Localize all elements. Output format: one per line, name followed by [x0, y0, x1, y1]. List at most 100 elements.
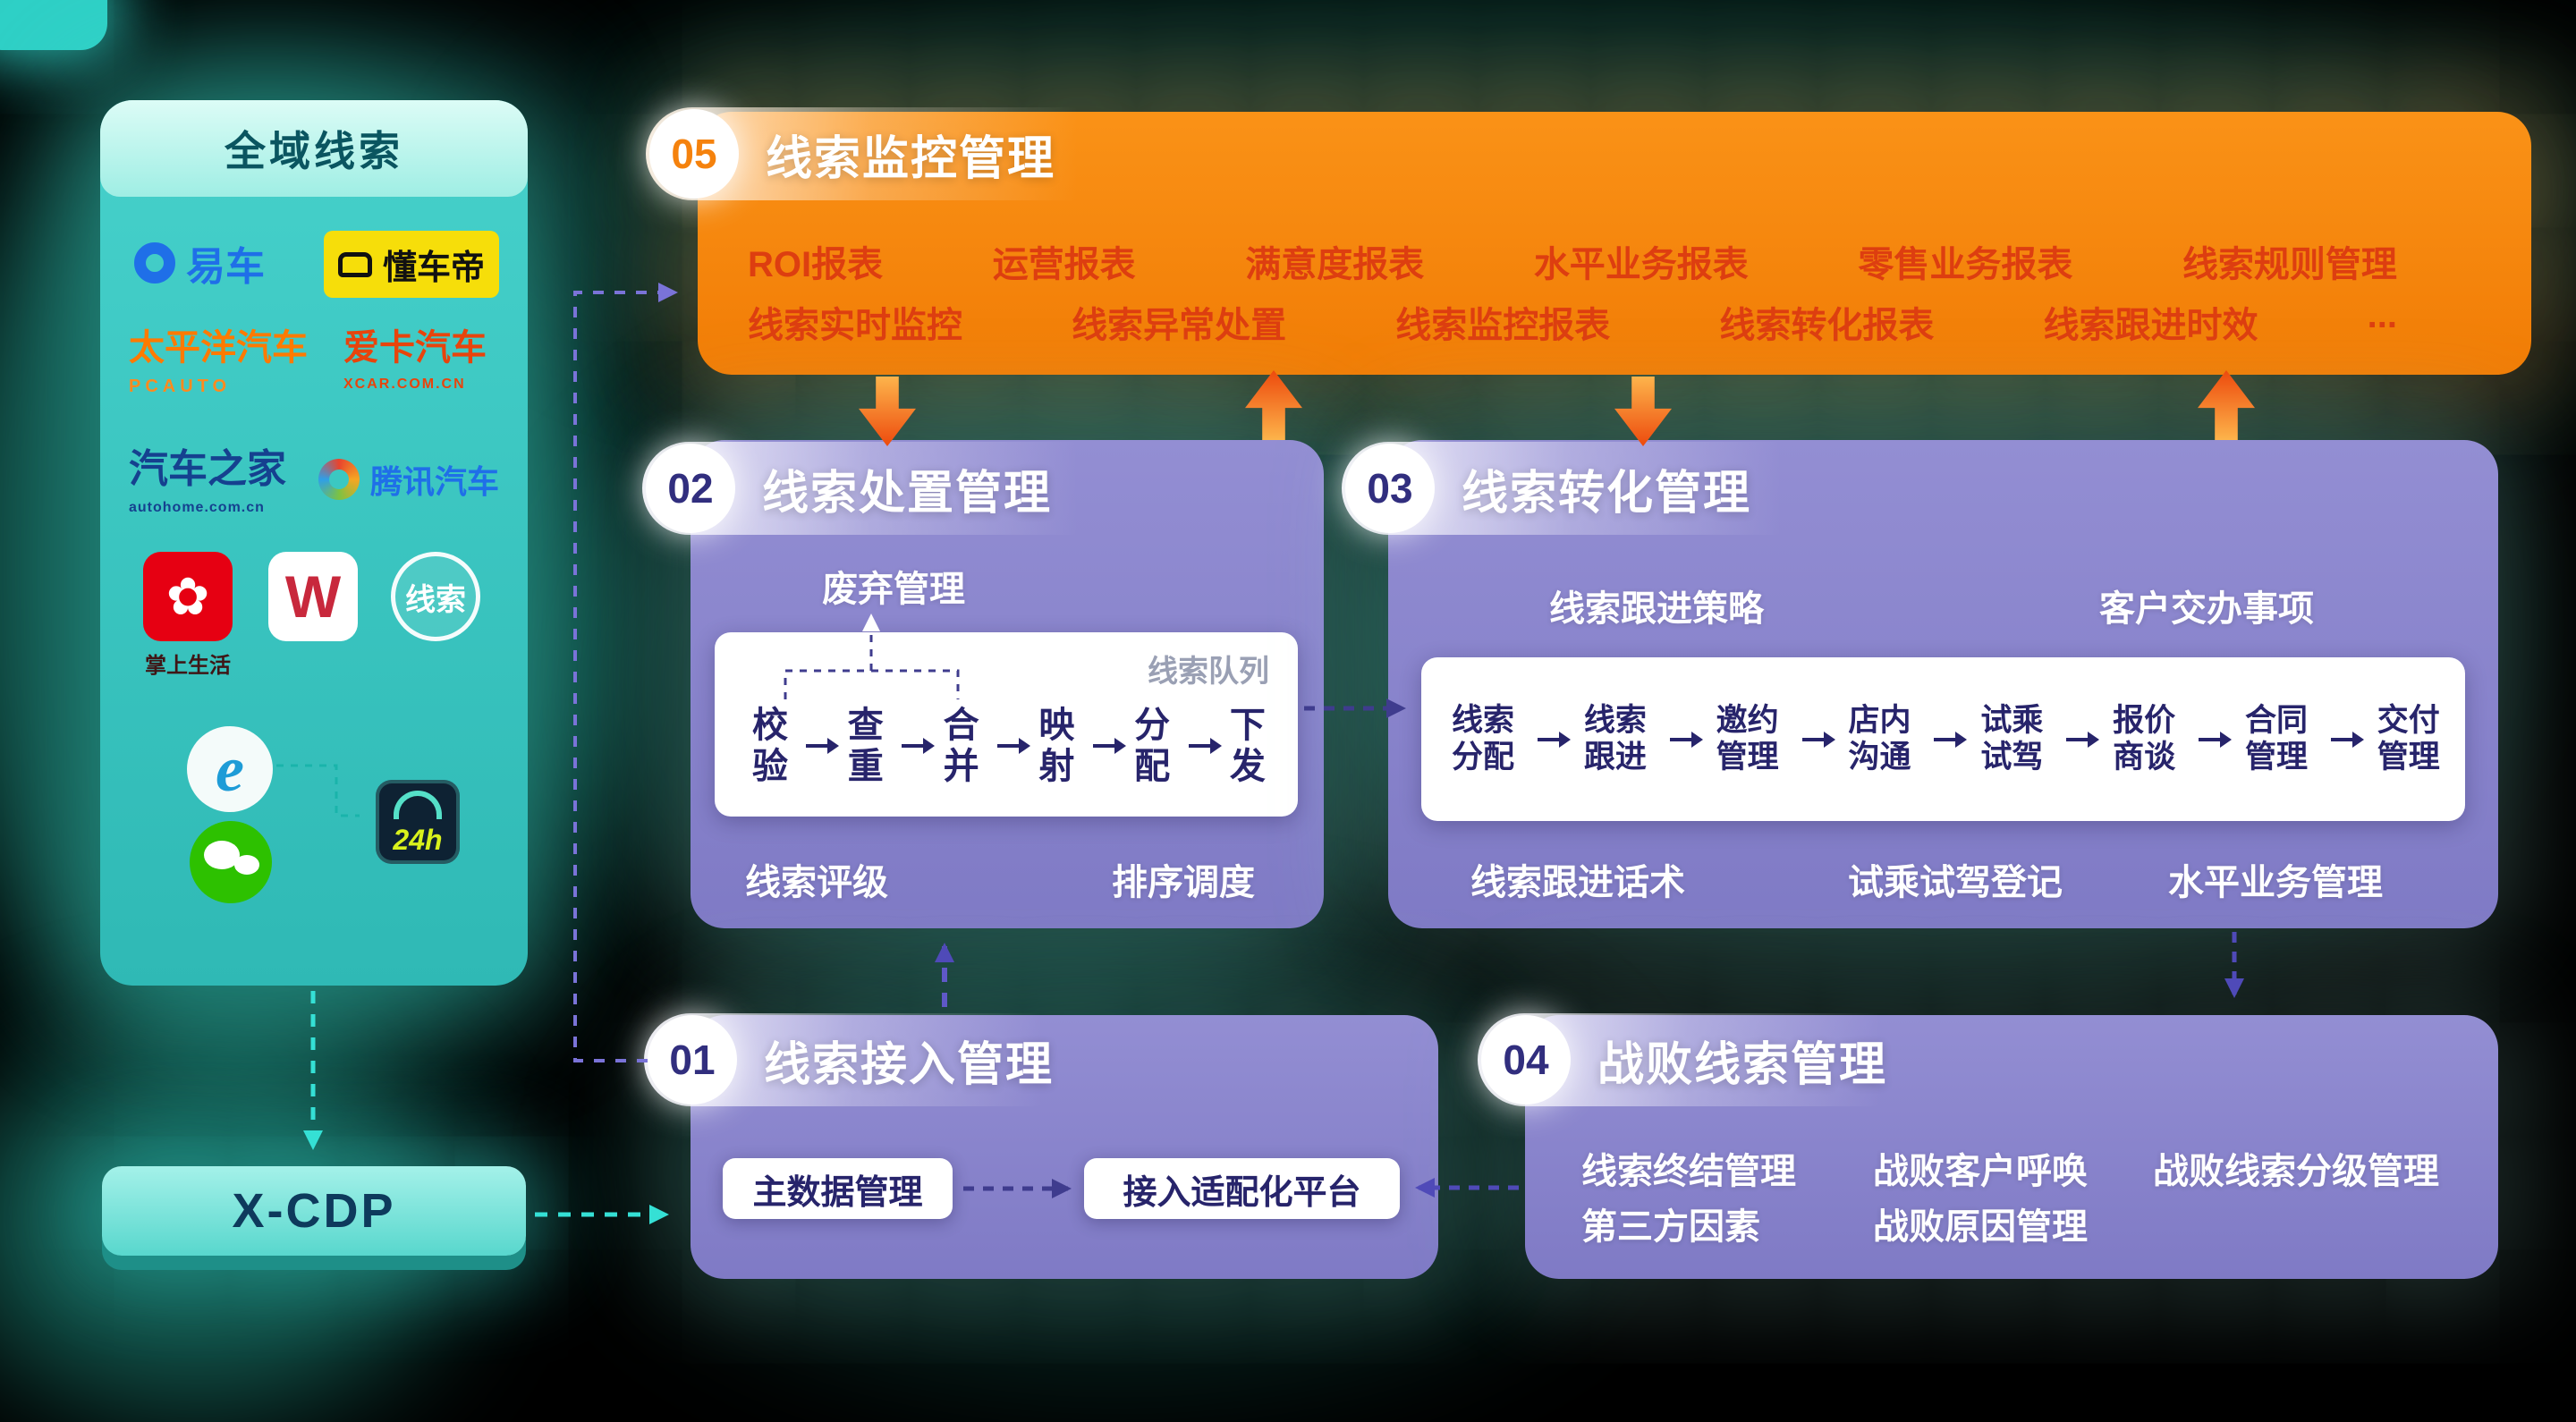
flow-step: 交付 管理 [2377, 703, 2440, 774]
flower-icon: ✿ [165, 568, 210, 626]
service-24h-label: 24h [393, 824, 443, 856]
panel-02-title-pill: 02 线索处置管理 [642, 442, 1116, 535]
sidebar-title: 全域线索 [100, 100, 528, 197]
conversion-flow: 线索 分配 线索 跟进 邀约 管理 店内 沟通 试乘 试驾 报价 商谈 合同 管… [1452, 657, 2440, 821]
flow-step: 校 验 [752, 706, 788, 786]
panel-lead-conversion: 03 线索转化管理 线索跟进策略 客户交办事项 线索 分配 线索 跟进 邀约 管… [1342, 440, 2498, 928]
zhangshang-shenghuo-icon: ✿ [143, 552, 233, 641]
right-arrow-icon [1934, 731, 1968, 748]
right-arrow-icon [1801, 731, 1835, 748]
disposal-flow: 校 验 查 重 合 并 映 射 分 配 下 发 [752, 691, 1266, 800]
logo-xcar: 爱卡汽车 XCAR.COM.CN [343, 329, 487, 393]
adapter-platform-label: 接入适配化平台 [1123, 1173, 1361, 1212]
service-24h-icon: 24h [376, 780, 460, 864]
monitor-items-row1: ROI报表 运营报表 满意度报表 水平业务报表 零售业务报表 线索规则管理 [748, 235, 2397, 287]
lead-queue-box: 线索队列 校 验 查 重 合 并 映 射 分 配 下 发 [715, 632, 1298, 817]
dongchedi-car-icon [338, 251, 372, 277]
panel-02-title: 线索处置管理 [762, 467, 1053, 520]
logo-autohome: 汽车之家 autohome.com.cn [129, 447, 286, 516]
corner-accent [0, 0, 107, 50]
adapter-platform-node: 接入适配化平台 [1084, 1158, 1400, 1219]
wechat-bubble-small [234, 855, 259, 875]
xcdp-button: X-CDP [102, 1166, 526, 1256]
flow-step: 店内 沟通 [1848, 703, 1911, 774]
headset-icon [394, 791, 442, 819]
xcar-sublabel: XCAR.COM.CN [343, 377, 466, 392]
right-arrow-icon [902, 738, 936, 754]
right-arrow-icon [806, 738, 840, 754]
logo-yiche: 易车 [134, 234, 265, 292]
panel-01-number: 01 [648, 1015, 737, 1105]
wechat-bubble-large [204, 841, 240, 869]
panel-03-title: 线索转化管理 [1462, 467, 1752, 520]
panel-03-number: 03 [1345, 444, 1435, 533]
w-letter: W [284, 563, 342, 630]
right-arrow-icon [2066, 731, 2100, 748]
flow-step: 下 发 [1229, 706, 1266, 786]
followup-script-label: 线索跟进话术 [1470, 863, 1685, 902]
pcauto-sublabel: PCAUTO [129, 377, 232, 396]
ie-letter: e [216, 732, 244, 805]
right-arrow-icon [1669, 731, 1703, 748]
monitor-item: 满意度报表 [1245, 245, 1425, 284]
panel-03-title-pill: 03 线索转化管理 [1342, 442, 1820, 535]
right-arrow-icon [1092, 738, 1126, 754]
monitor-item: 线索规则管理 [2182, 245, 2397, 284]
right-arrow-icon [2199, 731, 2233, 748]
monitor-item: 线索跟进时效 [2043, 306, 2258, 345]
defeat-reason-label: 战败原因管理 [1873, 1207, 2088, 1247]
xcdp-label: X-CDP [232, 1184, 396, 1238]
omni-lead-sources-panel: 全域线索 易车 懂车帝 太平洋汽车 PCAUTO 爱卡汽车 XCAR.COM.C… [100, 100, 528, 986]
logo-tencent-auto: 腾讯汽车 [318, 456, 499, 503]
logo-pcauto: 太平洋汽车 PCAUTO [129, 329, 308, 396]
tencent-auto-icon [318, 459, 360, 500]
xiansuo-badge-label: 线索 [405, 582, 466, 617]
monitor-item: 水平业务报表 [1533, 245, 1749, 284]
lead-termination-label: 线索终结管理 [1581, 1152, 1796, 1191]
monitor-item: 零售业务报表 [1858, 245, 2073, 284]
monitor-item: 线索监控报表 [1395, 306, 1611, 345]
flow-step: 查 重 [847, 706, 884, 786]
tencent-auto-icon-center [329, 470, 349, 489]
panel-01-title: 线索接入管理 [764, 1038, 1055, 1091]
monitor-item: 线索实时监控 [748, 306, 962, 345]
autohome-sublabel: autohome.com.cn [129, 500, 265, 516]
testdrive-register-label: 试乘试驾登记 [1848, 863, 2063, 902]
panel-lead-disposal: 02 线索处置管理 废弃管理 线索队列 校 验 查 重 合 并 映 射 分 配 … [642, 440, 1324, 928]
w-app-icon: W [268, 552, 358, 641]
autohome-label: 汽车之家 [129, 447, 286, 491]
lead-queue-label: 线索队列 [1148, 655, 1269, 689]
flow-step: 试乘 试驾 [1980, 703, 2044, 774]
flow-step: 映 射 [1038, 706, 1075, 786]
wechat-icon [190, 821, 272, 903]
panel-lead-access: 01 线索接入管理 主数据管理 接入适配化平台 [644, 1013, 1438, 1279]
monitor-item: ... [2367, 296, 2397, 335]
flow-step: 合 并 [943, 706, 979, 786]
panel-05-title: 线索监控管理 [766, 132, 1056, 185]
panel-defeated-leads: 04 战败线索管理 线索终结管理 战败客户呼唤 战败线索分级管理 第三方因素 战… [1478, 1013, 2498, 1279]
discard-management-label: 废弃管理 [822, 570, 965, 609]
yiche-icon [134, 242, 175, 284]
logo-dongchedi: 懂车帝 [324, 231, 500, 298]
horizontal-business-label: 水平业务管理 [2168, 863, 2383, 902]
panel-lead-monitoring: 05 线索监控管理 ROI报表 运营报表 满意度报表 水平业务报表 零售业务报表… [646, 107, 2531, 375]
panel-01-title-pill: 01 线索接入管理 [644, 1013, 1078, 1106]
master-data-label: 主数据管理 [752, 1173, 923, 1212]
right-arrow-icon [996, 738, 1030, 754]
master-data-node: 主数据管理 [723, 1158, 953, 1219]
followup-strategy-label: 线索跟进策略 [1549, 589, 1764, 629]
conversion-flow-box: 线索 分配 线索 跟进 邀约 管理 店内 沟通 试乘 试驾 报价 商谈 合同 管… [1421, 657, 2465, 821]
sort-scheduling-label: 排序调度 [1112, 863, 1255, 902]
panel-04-title: 战败线索管理 [1597, 1038, 1888, 1091]
yiche-label: 易车 [186, 245, 265, 289]
panel-04-title-pill: 04 战败线索管理 [1478, 1013, 1916, 1106]
panel-04-number: 04 [1481, 1015, 1571, 1105]
right-arrow-icon [1537, 731, 1571, 748]
flow-step: 线索 跟进 [1583, 703, 1647, 774]
tencent-auto-label: 腾讯汽车 [370, 463, 500, 500]
zhangshang-shenghuo-label: 掌上生活 [145, 654, 231, 678]
lead-rating-label: 线索评级 [745, 863, 888, 902]
flow-step: 合同 管理 [2244, 703, 2308, 774]
ie-browser-icon: e [187, 726, 273, 812]
